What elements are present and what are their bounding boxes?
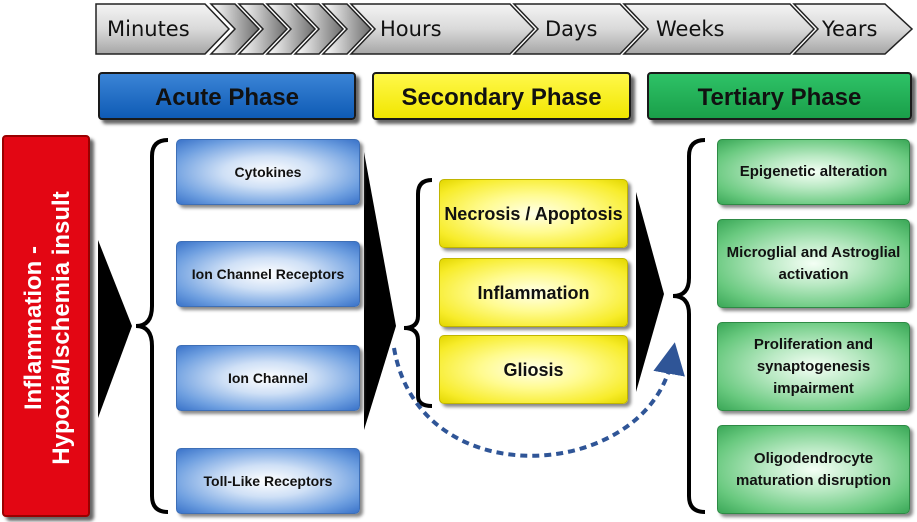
timeline-chevron <box>209 3 261 55</box>
timeline-chevron <box>321 3 373 55</box>
secondary-item-gliosis: Gliosis <box>439 335 628 404</box>
timeline-segment-weeks <box>622 3 816 55</box>
tertiary-item-glial-activation: Microglial and Astroglial activation <box>717 219 910 308</box>
acute-item-toll-like-receptors: Toll-Like Receptors <box>176 448 360 514</box>
acute-item-cytokines: Cytokines <box>176 139 360 205</box>
tertiary-item-synaptogenesis-impairment: Proliferation and synaptogenesis impairm… <box>717 322 910 411</box>
acute-item-ion-channel-receptors: Ion Channel Receptors <box>176 241 360 307</box>
secondary-item-inflammation: Inflammation <box>439 258 628 327</box>
acute-phase-header: Acute Phase <box>98 72 356 120</box>
timeline-segment-days <box>512 3 646 55</box>
timeline-segment-years <box>792 3 914 55</box>
timeline-label-days: Days <box>545 17 598 41</box>
secondary-item-necrosis-apoptosis: Necrosis / Apoptosis <box>439 179 628 248</box>
pointer-triangle-acute <box>364 152 396 430</box>
timeline-chevron <box>237 3 289 55</box>
timeline-chevron <box>293 3 345 55</box>
tertiary-phase-header: Tertiary Phase <box>647 72 912 120</box>
pointer-triangle-insult <box>98 240 132 418</box>
tertiary-item-oligodendrocyte-disruption: Oligodendrocyte maturation disruption <box>717 425 910 514</box>
timeline-label-years: Years <box>822 17 878 41</box>
secondary-phase-header: Secondary Phase <box>372 72 631 120</box>
tertiary-item-epigenetic-alteration: Epigenetic alteration <box>717 139 910 205</box>
timeline-label-hours: Hours <box>380 17 442 41</box>
timeline-segment-hours <box>349 3 536 55</box>
brace-tertiary <box>672 138 706 514</box>
dashed-feedback-arrow <box>392 342 685 458</box>
timeline-segment-minutes <box>95 3 231 55</box>
timeline-bar <box>95 3 914 55</box>
insult-label: Inflammation - Hypoxia/Ischemia insult <box>2 135 90 517</box>
timeline-label-minutes: Minutes <box>107 17 190 41</box>
brace-secondary <box>403 178 433 408</box>
pointer-triangle-secondary <box>636 192 664 392</box>
brace-acute <box>135 138 169 514</box>
timeline-chevron <box>265 3 317 55</box>
timeline-label-weeks: Weeks <box>656 17 725 41</box>
acute-item-ion-channel: Ion Channel <box>176 345 360 411</box>
